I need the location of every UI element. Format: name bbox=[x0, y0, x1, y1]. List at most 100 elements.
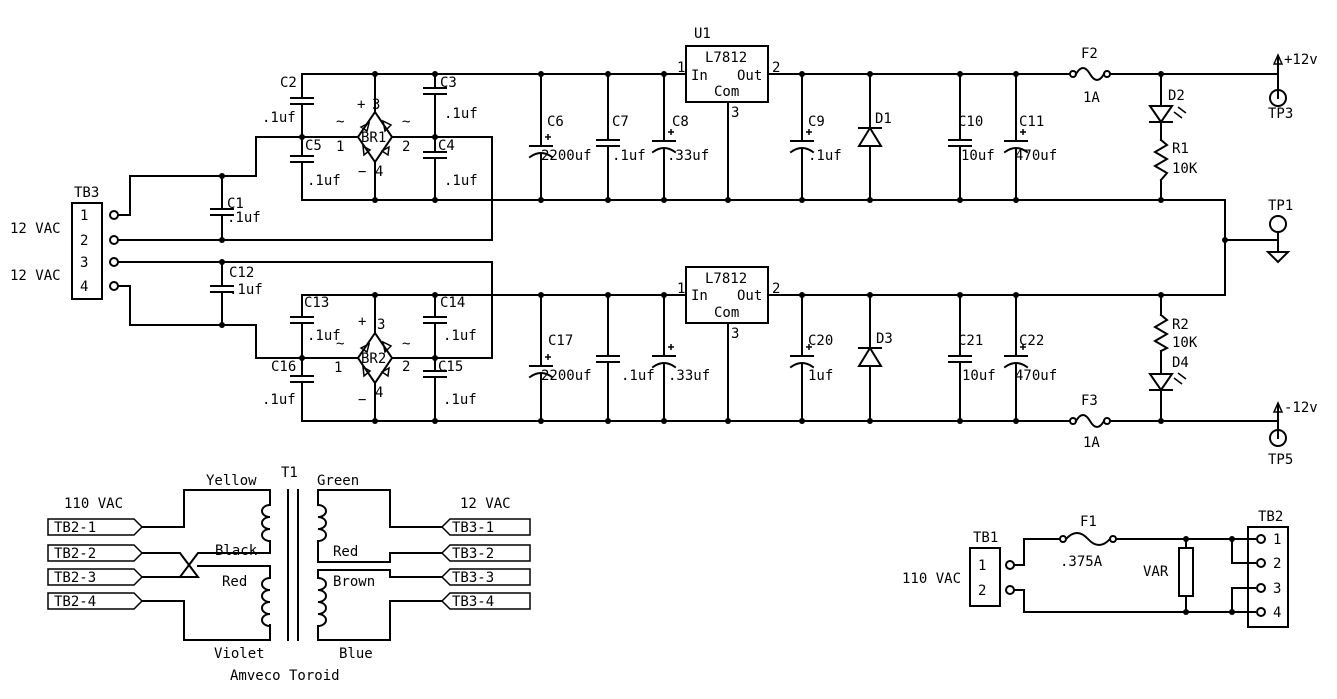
c8-ref: C8 bbox=[672, 114, 689, 130]
u2-part: L7812 bbox=[705, 271, 747, 287]
led-d4: D4 bbox=[1148, 355, 1189, 392]
transformer-name: Amveco Toroid bbox=[230, 668, 340, 684]
c11-ref: C11 bbox=[1019, 114, 1044, 130]
c12-value: .1uf bbox=[229, 282, 263, 298]
wire-yellow: Yellow bbox=[206, 473, 257, 489]
d3-ref: D3 bbox=[876, 331, 893, 347]
wire-red-primary: Red bbox=[222, 574, 247, 590]
junction-dots bbox=[219, 71, 1228, 424]
tag-tb2-4: TB2-4 bbox=[54, 594, 96, 610]
wire-green: Green bbox=[317, 473, 359, 489]
c10-value: 10uf bbox=[961, 148, 995, 164]
c8-value: .33uf bbox=[667, 148, 709, 164]
c12-ref: C12 bbox=[229, 265, 254, 281]
tb2-pin1: 1 bbox=[1273, 532, 1281, 548]
c17-ref: C17 bbox=[548, 333, 573, 349]
c4-ref: C4 bbox=[438, 138, 455, 154]
r2-ref: R2 bbox=[1172, 317, 1189, 333]
c2-ref: C2 bbox=[280, 75, 297, 91]
tb1-pin2: 2 bbox=[978, 583, 986, 599]
capacitor-labels: C2 .1uf C3 .1uf C5 .1uf C4 .1uf C1 .1uf … bbox=[227, 75, 1057, 408]
br2-pin2: 2 bbox=[402, 359, 410, 375]
f3-ref: F3 bbox=[1081, 393, 1098, 409]
test-point-tp1: TP1 bbox=[1265, 198, 1293, 264]
tb3-label-b: 12 VAC bbox=[10, 268, 61, 284]
tag-tb3-2: TB3-2 bbox=[452, 546, 494, 562]
tb3-pin3: 3 bbox=[80, 255, 88, 271]
wire-black: Black bbox=[215, 543, 258, 559]
input-block: TB1 1 2 110 VAC F1 .375A VAR TB2 1 2 3 4 bbox=[902, 509, 1289, 628]
c6-value: 2200uf bbox=[541, 148, 592, 164]
resistor-r1: R1 10K bbox=[1153, 138, 1198, 182]
tb1-ref: TB1 bbox=[973, 530, 998, 546]
resistor-r2: R2 10K bbox=[1153, 313, 1198, 353]
c15-value: .1uf bbox=[443, 392, 477, 408]
wire-blue: Blue bbox=[339, 646, 373, 662]
c18-value: .1uf bbox=[621, 368, 655, 384]
br1-pin1: 1 bbox=[336, 139, 344, 155]
br1-pin4: 4 bbox=[375, 164, 383, 180]
test-point-tp3: +12v TP3 bbox=[1268, 52, 1318, 122]
c19-value: .33uf bbox=[668, 368, 710, 384]
tb3-pin2: 2 bbox=[80, 233, 88, 249]
tb2-pin4: 4 bbox=[1273, 605, 1281, 621]
tp3-ref: TP3 bbox=[1268, 106, 1293, 122]
u2-num2: 2 bbox=[772, 281, 780, 297]
c11-value: 470uf bbox=[1015, 148, 1057, 164]
tag-tb3-4: TB3-4 bbox=[452, 594, 494, 610]
tb3-ref: TB3 bbox=[74, 185, 99, 201]
tag-tb3-3: TB3-3 bbox=[452, 570, 494, 586]
c14-value: .1uf bbox=[443, 328, 477, 344]
primary-label: 110 VAC bbox=[64, 496, 123, 512]
c13-value: .1uf bbox=[307, 328, 341, 344]
br1-minus: − bbox=[358, 164, 366, 180]
c7-value: .1uf bbox=[612, 148, 646, 164]
c7-ref: C7 bbox=[612, 114, 629, 130]
transformer-t1: TB2-1 TB2-2 TB2-3 TB2-4 110 VAC TB3-1 TB… bbox=[47, 465, 531, 684]
u1-ref: U1 bbox=[694, 26, 711, 42]
c6-ref: C6 bbox=[547, 114, 564, 130]
diode-d3: D3 bbox=[857, 331, 893, 367]
c13-ref: C13 bbox=[304, 295, 329, 311]
br1-pin3: 3 bbox=[372, 97, 380, 113]
c1-ref: C1 bbox=[227, 196, 244, 212]
f1-ref: F1 bbox=[1080, 514, 1097, 530]
tb3-pin1: 1 bbox=[80, 208, 88, 224]
c9-value: .1uf bbox=[808, 148, 842, 164]
u1-pin-com: Com bbox=[714, 84, 739, 100]
tag-tb2-3: TB2-3 bbox=[54, 570, 96, 586]
d2-ref: D2 bbox=[1168, 88, 1185, 104]
c4-value: .1uf bbox=[444, 173, 478, 189]
u1-pin-out: Out bbox=[737, 68, 762, 84]
u2-pin-com: Com bbox=[714, 305, 739, 321]
fuse-f2: F2 1A bbox=[1069, 46, 1111, 106]
u1-num2: 2 bbox=[772, 60, 780, 76]
br2-pin3: 3 bbox=[377, 317, 385, 333]
u1-part: L7812 bbox=[705, 50, 747, 66]
u2-num1: 1 bbox=[677, 281, 685, 297]
c21-ref: C21 bbox=[958, 333, 983, 349]
c14-ref: C14 bbox=[440, 295, 465, 311]
test-point-tp5: -12v TP5 bbox=[1268, 400, 1318, 468]
br2-plus: + bbox=[358, 314, 366, 330]
c10-ref: C10 bbox=[958, 114, 983, 130]
c21-value: 10uf bbox=[962, 368, 996, 384]
c3-value: .1uf bbox=[444, 106, 478, 122]
c20-ref: C20 bbox=[808, 333, 833, 349]
lower-supply-wiring bbox=[118, 261, 1279, 422]
c22-value: 470uf bbox=[1015, 368, 1057, 384]
c9-ref: C9 bbox=[808, 114, 825, 130]
br1-ref: BR1 bbox=[361, 130, 386, 146]
wire-violet: Violet bbox=[214, 646, 265, 662]
br2-pin4: 4 bbox=[375, 385, 383, 401]
br2-ref: BR2 bbox=[361, 351, 386, 367]
c20-value: 1uf bbox=[808, 368, 833, 384]
tb1-pin1: 1 bbox=[978, 558, 986, 574]
tp5-ref: TP5 bbox=[1268, 452, 1293, 468]
diode-d1: D1 bbox=[857, 111, 892, 147]
t1-ref: T1 bbox=[281, 465, 298, 481]
upper-supply-wiring bbox=[118, 73, 1279, 296]
r1-ref: R1 bbox=[1172, 141, 1189, 157]
tb2-pin3: 3 bbox=[1273, 581, 1281, 597]
